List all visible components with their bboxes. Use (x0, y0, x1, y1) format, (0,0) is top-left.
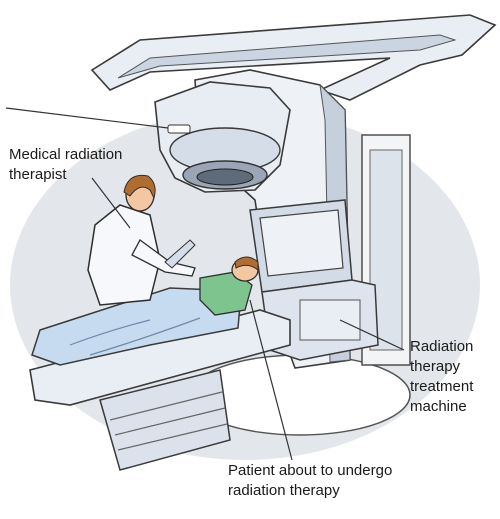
machine-screen (259, 209, 344, 277)
label-patient: Patient about to undergo radiation thera… (228, 461, 392, 501)
label-line: therapist (9, 166, 67, 183)
label-radiation-therapy-treatment-machine: Radiation therapy treatment machine (410, 337, 473, 417)
label-medical-radiation-therapist: Medical radiation therapist (9, 145, 122, 185)
patient-blanket (31, 287, 241, 366)
label-line: therapy (410, 358, 461, 375)
leader-line-therapist (91, 177, 131, 229)
treatment-couch (29, 309, 291, 406)
therapist-clipboard (164, 239, 196, 269)
leader-line-patient (249, 299, 293, 461)
collimator-aperture (196, 168, 254, 186)
label-line: Medical radiation (9, 146, 123, 163)
therapist-coat (87, 204, 161, 306)
label-line: Patient about to undergo (228, 462, 393, 479)
head-indicator (167, 124, 191, 134)
leader-line-machine (339, 319, 405, 351)
blanket-folds (69, 317, 201, 356)
leader-line-top (5, 107, 169, 129)
couch-pedestal-ribs (109, 391, 228, 451)
label-line: radiation therapy (228, 482, 340, 499)
ceiling-arm-inner (117, 34, 457, 79)
label-line: Radiation (410, 338, 474, 355)
label-line: treatment (410, 378, 474, 395)
patient-hair (234, 256, 259, 272)
base-panel (299, 299, 361, 341)
therapist-hair (123, 174, 156, 200)
label-line: machine (410, 398, 467, 415)
couch-pedestal (99, 369, 231, 471)
